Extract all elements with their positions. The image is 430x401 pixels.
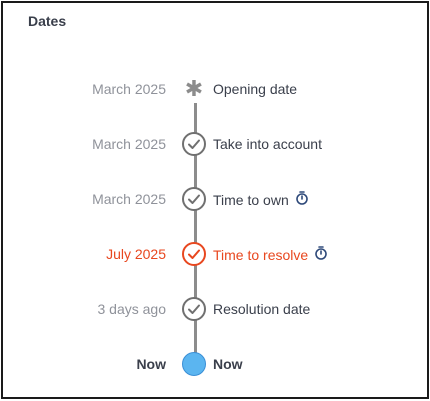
timeline-date: March 2025: [92, 136, 166, 152]
timeline-item-time-to-own: March 2025 Time to own: [3, 187, 423, 213]
timeline-date: July 2025: [106, 246, 166, 262]
timeline-label: Time to resolve: [213, 246, 328, 263]
stopwatch-icon[interactable]: [295, 191, 309, 208]
timeline-label-text: Take into account: [213, 136, 322, 152]
asterisk-icon: ✱: [184, 76, 204, 101]
timeline-item-time-to-resolve: July 2025 Time to resolve: [3, 242, 423, 268]
panel-title: Dates: [28, 13, 67, 29]
timeline-label-text: Resolution date: [213, 301, 311, 317]
timeline-date: March 2025: [92, 191, 166, 207]
timeline-item-resolution-date: 3 days ago Resolution date: [3, 297, 423, 323]
now-dot: [182, 352, 206, 376]
timeline-label: Now: [213, 356, 243, 372]
timeline-date: March 2025: [92, 81, 166, 97]
timeline-label-text: Opening date: [213, 81, 298, 97]
timeline-item-opening-date: March 2025 ✱ Opening date: [3, 77, 423, 103]
timeline-label: Resolution date: [213, 301, 310, 317]
timeline-item-take-into-account: March 2025 Take into account: [3, 132, 423, 158]
stopwatch-icon[interactable]: [314, 246, 328, 263]
check-icon: [182, 132, 206, 156]
timeline-label: Take into account: [213, 136, 322, 152]
timeline-label: Time to own: [213, 191, 309, 208]
timeline-label-text: Now: [213, 356, 243, 372]
timeline-label-text: Time to own: [213, 191, 289, 208]
check-icon: [182, 242, 206, 266]
timeline-label-text: Time to resolve: [213, 246, 309, 263]
timeline-date: Now: [136, 356, 166, 372]
check-icon: [182, 187, 206, 211]
check-icon: [182, 297, 206, 321]
timeline-line: [194, 103, 197, 358]
timeline-item-now: Now Now: [3, 352, 423, 378]
timeline-label: Opening date: [213, 81, 297, 97]
timeline-date: 3 days ago: [97, 301, 167, 317]
